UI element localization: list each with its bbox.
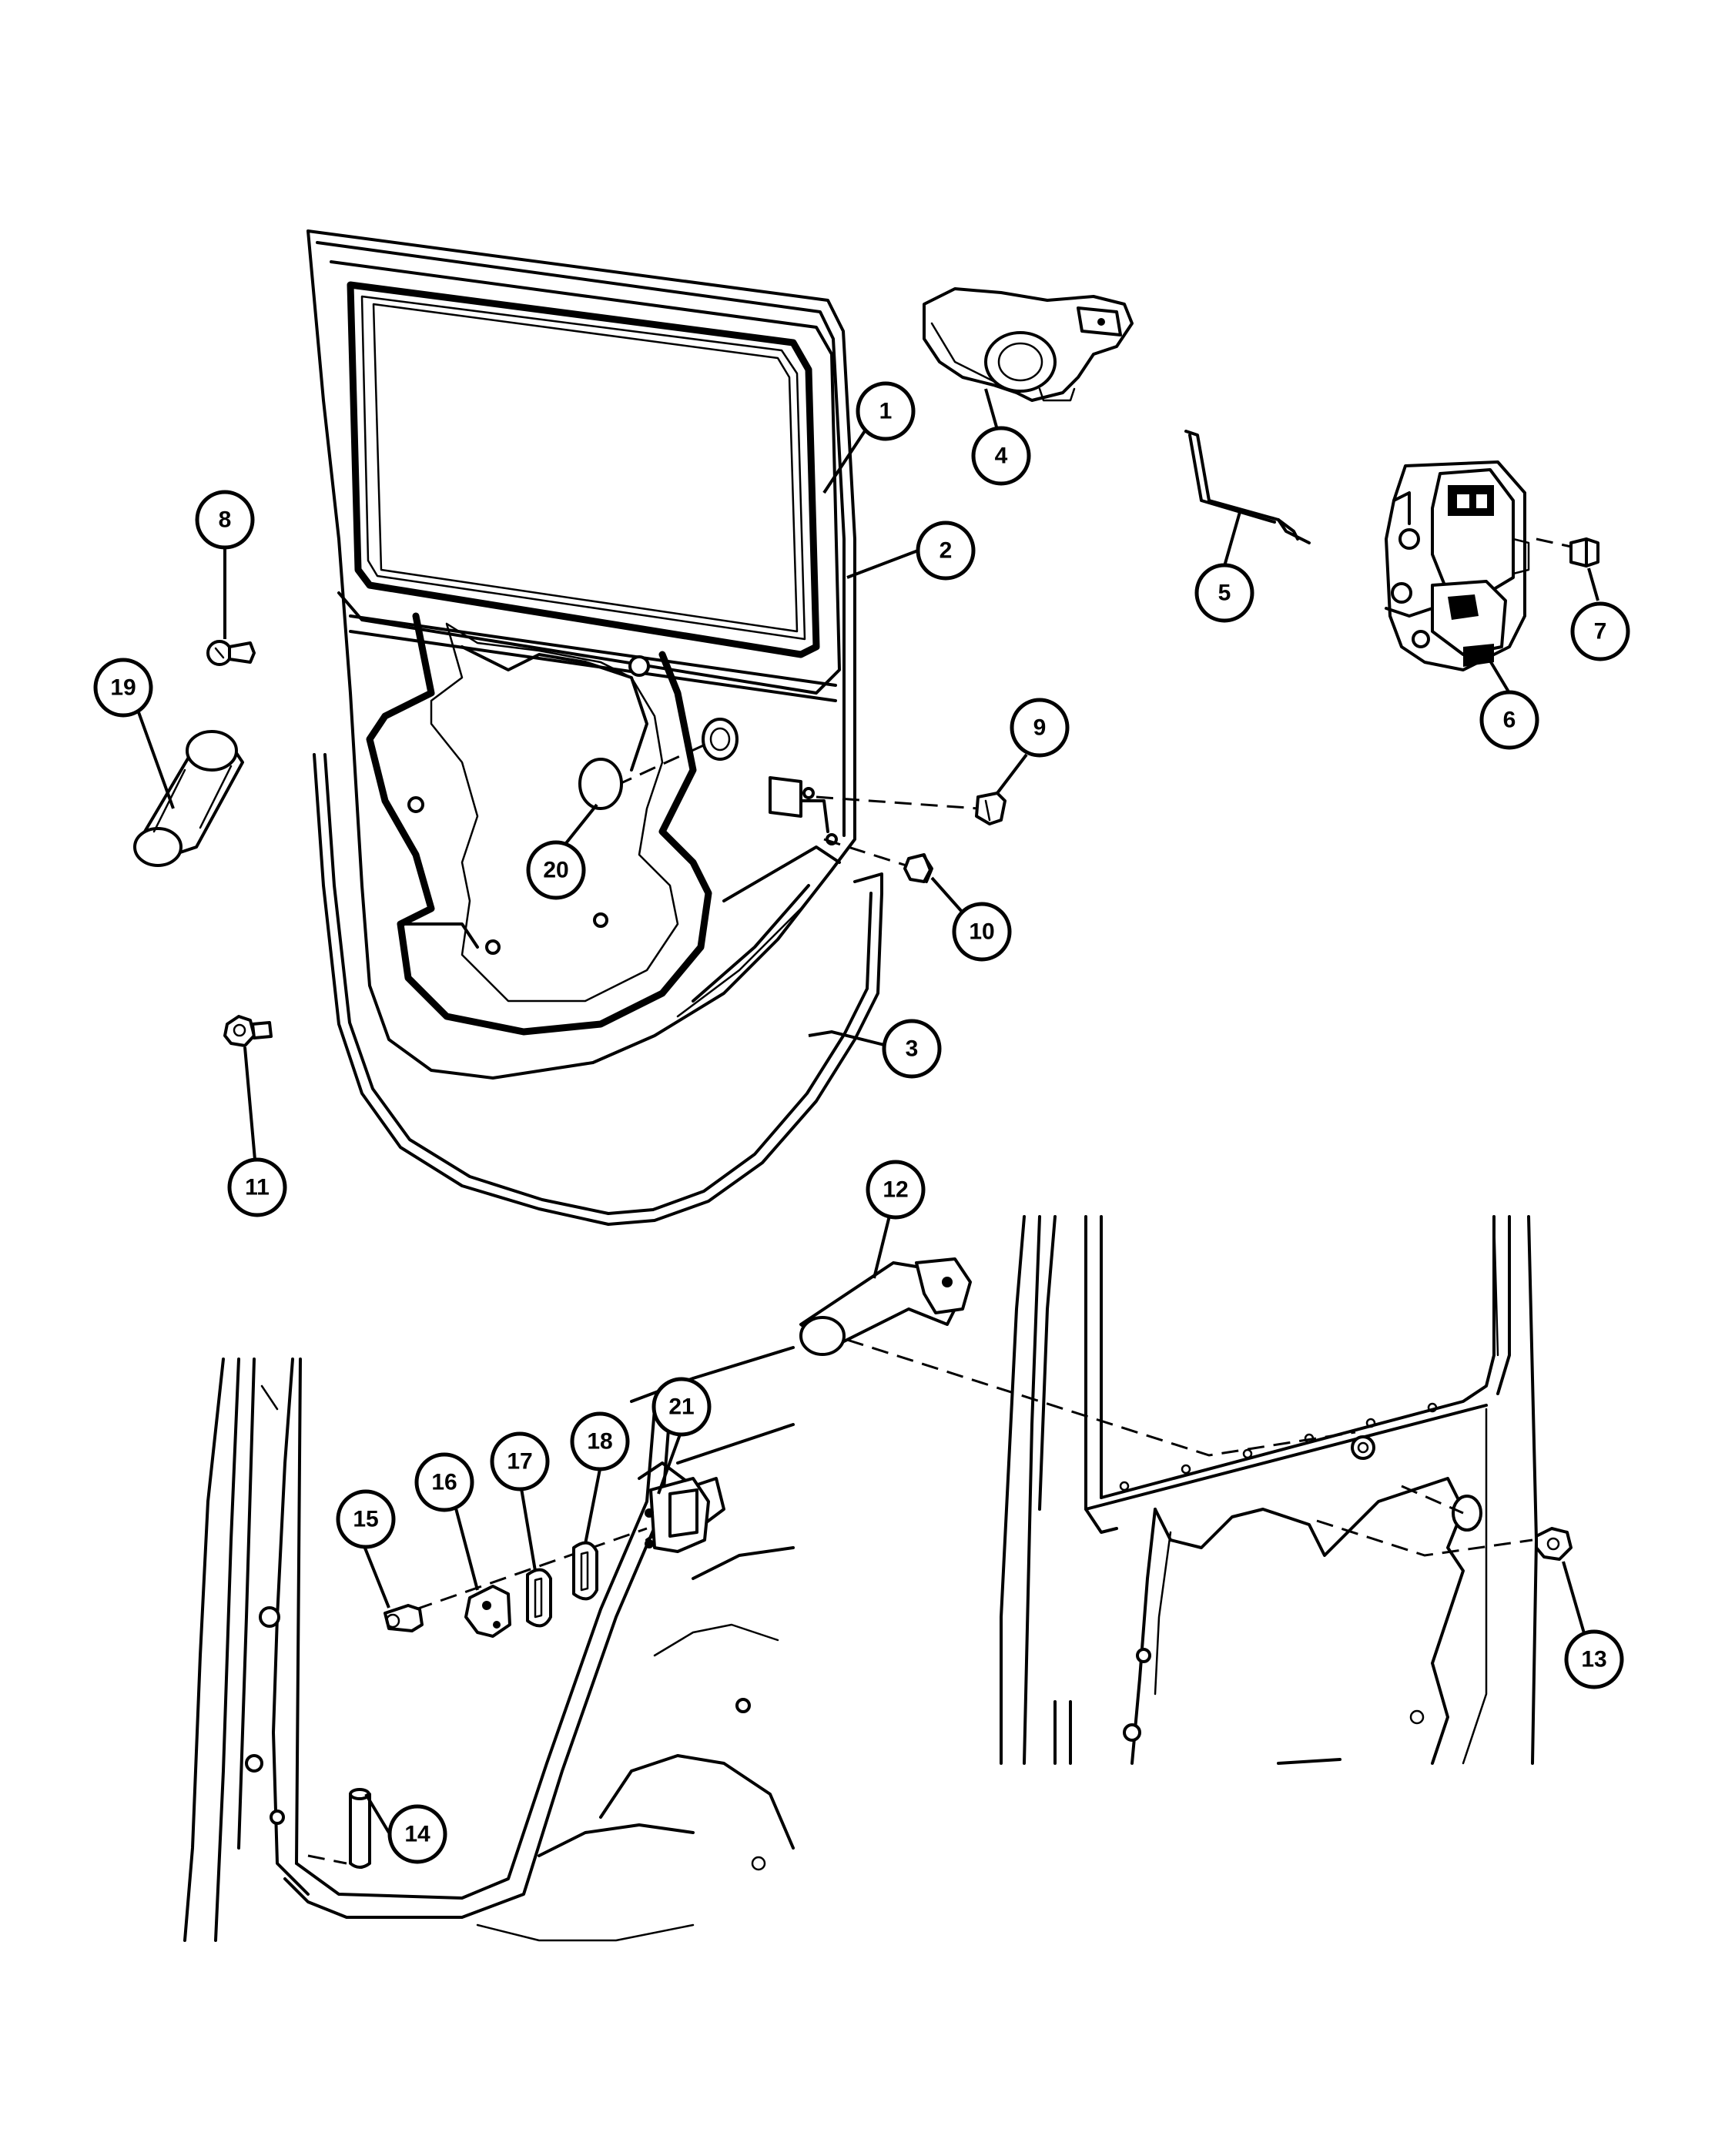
callout-label: 3 <box>906 1036 919 1062</box>
callout-4: 4 <box>971 426 1031 486</box>
callout-label: 4 <box>995 444 1008 469</box>
callout-7: 7 <box>1570 601 1630 661</box>
callout-label: 14 <box>404 1822 430 1847</box>
callout-label: 17 <box>507 1449 532 1475</box>
callout-1: 1 <box>856 381 916 441</box>
callout-label: 15 <box>353 1507 378 1532</box>
body-opening-inset <box>183 1346 795 1942</box>
push-pin-part <box>206 640 256 666</box>
callout-label: 16 <box>431 1470 457 1495</box>
alignment-line <box>823 838 909 868</box>
callout-2: 2 <box>916 521 976 581</box>
grab-handle-part <box>133 730 244 867</box>
latch-screw-part <box>1536 537 1599 567</box>
callout-label: 1 <box>879 399 893 424</box>
bolt-part <box>975 792 1007 825</box>
callout-3: 3 <box>882 1019 942 1079</box>
callout-15: 15 <box>336 1489 396 1549</box>
callout-label: 18 <box>587 1429 612 1455</box>
callout-8: 8 <box>195 490 255 550</box>
callout-6: 6 <box>1479 690 1539 750</box>
hinge-bolt-part <box>223 1015 273 1047</box>
callout-label: 13 <box>1581 1647 1606 1672</box>
callout-12: 12 <box>866 1160 926 1220</box>
latch-rod-part <box>1184 430 1311 544</box>
bumper-part <box>903 853 933 883</box>
callout-17: 17 <box>490 1431 550 1491</box>
callout-label: 6 <box>1503 708 1516 733</box>
door-shell <box>306 229 856 1080</box>
callout-16: 16 <box>414 1452 474 1512</box>
door-interior-inset <box>799 1215 1573 1765</box>
callout-14: 14 <box>387 1804 447 1864</box>
callout-13: 13 <box>1564 1629 1624 1689</box>
inside-handle-part <box>923 287 1134 402</box>
callout-10: 10 <box>952 902 1012 962</box>
callout-label: 10 <box>969 919 994 945</box>
callout-20: 20 <box>526 840 586 900</box>
callout-11: 11 <box>227 1157 287 1217</box>
callout-label: 12 <box>883 1177 908 1203</box>
access-plug-part <box>578 758 623 810</box>
callout-5: 5 <box>1194 563 1254 623</box>
callout-label: 11 <box>245 1175 270 1200</box>
alignment-line <box>615 742 709 787</box>
callout-18: 18 <box>570 1411 630 1471</box>
door-latch-part <box>1385 460 1530 671</box>
callout-label: 21 <box>668 1394 694 1420</box>
callout-label: 20 <box>543 858 568 883</box>
callout-label: 8 <box>219 507 232 533</box>
callout-21: 21 <box>651 1377 712 1437</box>
callout-19: 19 <box>93 658 153 718</box>
leader-lines <box>137 388 1599 1834</box>
door-weatherstrip <box>313 753 883 1226</box>
callout-label: 5 <box>1218 581 1231 606</box>
alignment-line <box>816 795 979 810</box>
callout-label: 7 <box>1594 619 1607 644</box>
callout-label: 19 <box>110 675 136 701</box>
callout-9: 9 <box>1010 698 1070 758</box>
callout-label: 2 <box>940 538 953 564</box>
callout-label: 9 <box>1033 715 1047 741</box>
